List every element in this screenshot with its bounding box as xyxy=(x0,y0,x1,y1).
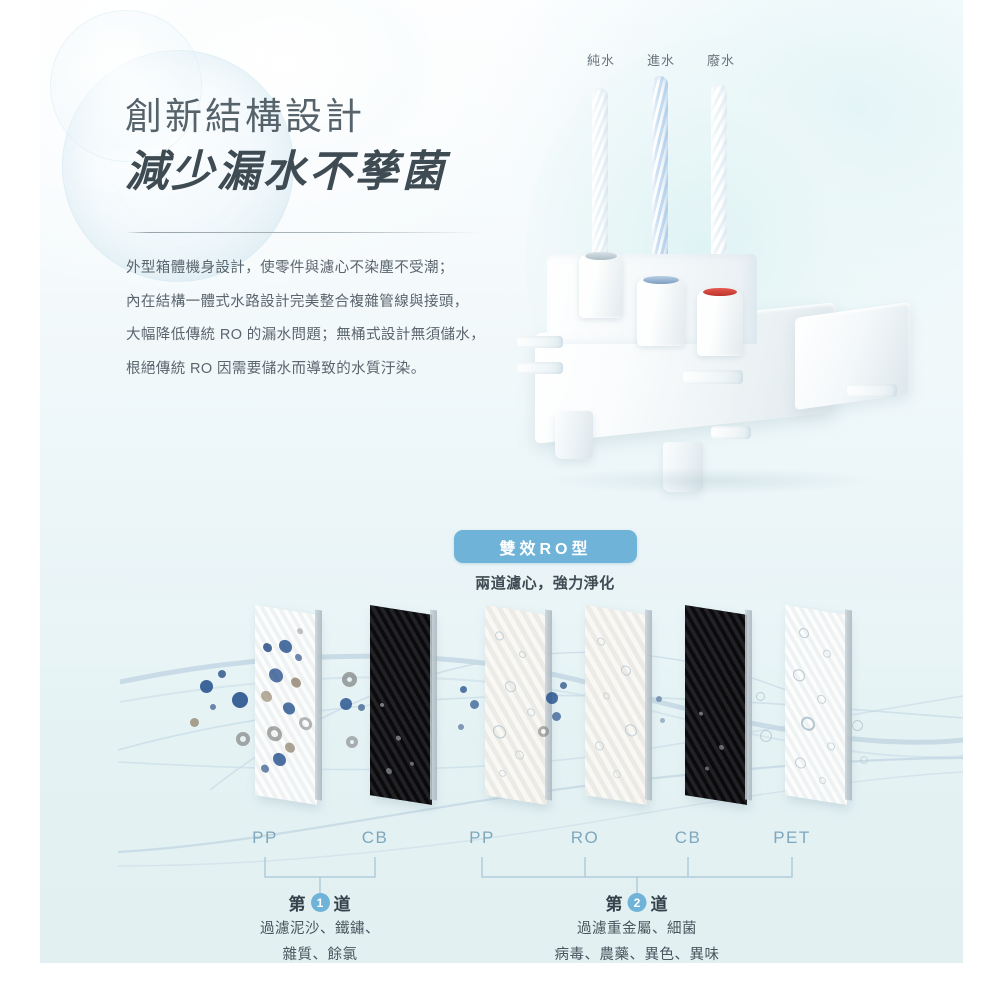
filter-panel-ro xyxy=(585,605,652,805)
stage-title-2: 第 2 道 xyxy=(555,890,720,915)
tube-label-pure-water: 純水 xyxy=(587,53,616,68)
device-ground-shadow xyxy=(550,468,870,494)
connector-ring-pure xyxy=(585,252,617,260)
filter-label-pp-2: PP xyxy=(469,828,495,847)
filter-panel-pp-1 xyxy=(255,605,322,805)
product-type-badge-label: 雙效RO型 xyxy=(499,540,592,558)
stage-title-1: 第 1 道 xyxy=(260,890,380,915)
filter-stage-section: PP CB PP RO CB PET xyxy=(40,600,963,963)
stage-suffix-2: 道 xyxy=(650,895,669,914)
port-nipple-lower xyxy=(711,426,751,439)
filter-label-row: PP CB PP RO CB PET xyxy=(40,828,963,858)
connector-fitting-waste xyxy=(697,290,743,356)
filter-panel-cb-1 xyxy=(370,605,437,805)
stage-block-2: 第 2 道 過濾重金屬、細菌 病毒、農藥、異色、異味 xyxy=(555,890,720,963)
stage-block-1: 第 1 道 過濾泥沙、鐵鏽、 雜質、餘氯 xyxy=(260,890,380,963)
stage-prefix-2: 第 xyxy=(605,895,624,914)
device-illustration: 純水 進水 廢水 xyxy=(495,18,915,518)
headline-secondary: 減少漏水不孳菌 xyxy=(125,149,447,197)
content-canvas: 創新結構設計 減少漏水不孳菌 外型箱體機身設計，使零件與濾心不染塵不受潮； 內在… xyxy=(40,0,963,963)
connector-fitting-inlet xyxy=(637,278,685,346)
product-type-badge: 雙效RO型 xyxy=(454,530,637,563)
port-nipple-center xyxy=(683,370,743,384)
stage-prefix-1: 第 xyxy=(288,895,307,914)
headline-block: 創新結構設計 減少漏水不孳菌 xyxy=(125,95,555,201)
stage-desc-line-2a: 過濾重金屬、細菌 xyxy=(577,921,697,937)
headline-divider xyxy=(126,232,481,233)
headline-primary: 創新結構設計 xyxy=(125,97,365,138)
tube-label-waste-water: 廢水 xyxy=(707,53,736,68)
tube-label-row: 純水 進水 廢水 xyxy=(495,50,915,70)
port-nipple-left-lower xyxy=(517,362,563,374)
filter-panel-pp-2 xyxy=(485,605,552,805)
stage-number-badge-1: 1 xyxy=(310,893,330,912)
filter-panel-droplets xyxy=(585,605,647,805)
body-copy-line-1: 外型箱體機身設計，使零件與濾心不染塵不受潮； xyxy=(126,260,454,276)
filter-panel-particles xyxy=(685,605,747,805)
filter-panel-droplets xyxy=(785,605,847,805)
stage-desc-line-2b: 病毒、農藥、異色、異味 xyxy=(554,947,720,963)
body-copy-line-2: 內在結構一體式水路設計完美整合複雜管線與接頭， xyxy=(126,293,469,310)
port-nipple-left-upper xyxy=(517,336,563,348)
filter-panel-droplets xyxy=(485,605,547,805)
filter-panel-particles xyxy=(370,605,432,805)
filter-panel-particles xyxy=(255,605,317,805)
stage-desc-line-1a: 過濾泥沙、鐵鏽、 xyxy=(260,921,380,937)
filter-label-cb-1: CB xyxy=(361,828,389,847)
stage-description-row: 第 1 道 過濾泥沙、鐵鏽、 雜質、餘氯 第 2 道 過濾重金屬、細菌 病毒、農… xyxy=(40,890,963,963)
water-stream-pure xyxy=(592,88,608,303)
filter-label-ro: RO xyxy=(570,828,600,847)
body-copy-block: 外型箱體機身設計，使零件與濾心不染塵不受潮； 內在結構一體式水路設計完美整合複雜… xyxy=(126,252,546,387)
port-nipple-right xyxy=(847,384,897,397)
connector-ring-inlet xyxy=(643,276,679,284)
stage-desc-line-1b: 雜質、餘氯 xyxy=(282,947,358,963)
stage-brackets xyxy=(40,855,963,915)
stage-suffix-1: 道 xyxy=(333,895,352,914)
filter-panel-pet xyxy=(785,605,852,805)
product-type-subtitle: 兩道濾心，強力淨化 xyxy=(475,575,615,592)
manifold-foot-left xyxy=(555,411,593,459)
filter-label-pp-1: PP xyxy=(252,828,278,847)
connector-fitting-pure xyxy=(579,254,623,318)
filter-panel-row xyxy=(40,600,963,840)
body-copy-line-3: 大幅降低傳統 RO 的漏水問題；無桶式設計無須儲水， xyxy=(126,327,486,344)
stage-number-badge-2: 2 xyxy=(627,893,647,912)
body-copy-line-4: 根絕傳統 RO 因需要儲水而導致的水質汙染。 xyxy=(126,360,426,377)
water-stream-inlet xyxy=(652,76,668,311)
connector-ring-waste-red xyxy=(703,288,737,296)
filter-label-cb-2: CB xyxy=(674,828,702,847)
manifold-foot-right xyxy=(663,442,703,492)
tube-label-inlet-water: 進水 xyxy=(647,53,676,68)
filter-label-pet: PET xyxy=(773,828,811,847)
filter-panel-cb-2 xyxy=(685,605,752,805)
